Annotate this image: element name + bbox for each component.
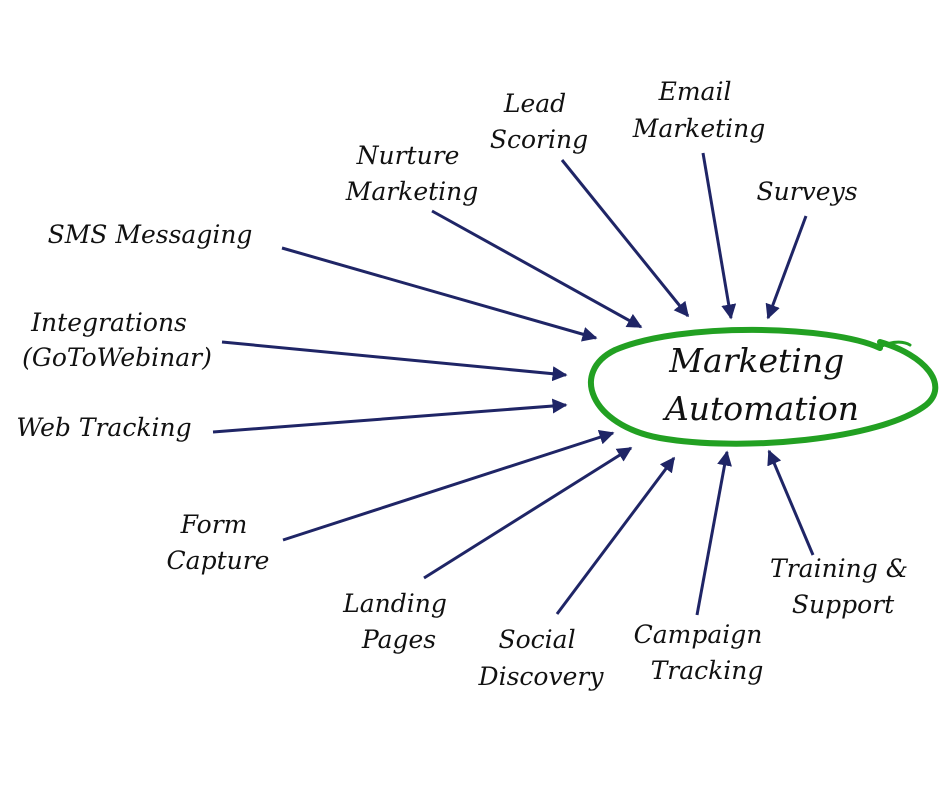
node-web-tracking: Web Tracking xyxy=(16,413,191,442)
node-sms-messaging: SMS Messaging xyxy=(48,220,253,249)
center-label-line-2: Automation xyxy=(662,389,859,428)
node-labels: Lead Scoring Email Marketing Surveys Nur… xyxy=(16,77,916,691)
node-landing-pages: Landing Pages xyxy=(342,589,455,654)
arrow-form-capture xyxy=(282,430,615,542)
node-integrations: Integrations (GoToWebinar) xyxy=(22,308,212,372)
node-campaign-tracking: Campaign Tracking xyxy=(634,620,771,685)
node-nurture-marketing: Nurture Marketing xyxy=(345,141,479,206)
arrow-training-support xyxy=(767,449,815,556)
arrows xyxy=(212,152,815,616)
arrow-surveys xyxy=(765,215,808,320)
arrow-landing-pages xyxy=(423,446,633,580)
node-training-support: Training & Support xyxy=(770,554,916,619)
arrow-integrations xyxy=(221,340,568,382)
center-label: Marketing Automation xyxy=(662,341,859,428)
node-email-marketing: Email Marketing xyxy=(632,77,766,143)
arrow-social-discovery xyxy=(555,456,676,615)
arrow-lead-scoring xyxy=(560,159,690,318)
node-social-discovery: Social Discovery xyxy=(478,625,605,691)
node-form-capture: Form Capture xyxy=(167,510,270,575)
arrow-email-marketing xyxy=(701,152,737,320)
node-surveys: Surveys xyxy=(756,177,857,206)
arrow-campaign-tracking xyxy=(695,450,732,616)
node-lead-scoring: Lead Scoring xyxy=(490,89,588,154)
arrow-web-tracking xyxy=(212,398,568,434)
arrow-sms-messaging xyxy=(281,246,598,342)
center-label-line-1: Marketing xyxy=(668,341,844,380)
center-ellipse xyxy=(587,326,939,447)
arrow-nurture-marketing xyxy=(431,209,643,329)
